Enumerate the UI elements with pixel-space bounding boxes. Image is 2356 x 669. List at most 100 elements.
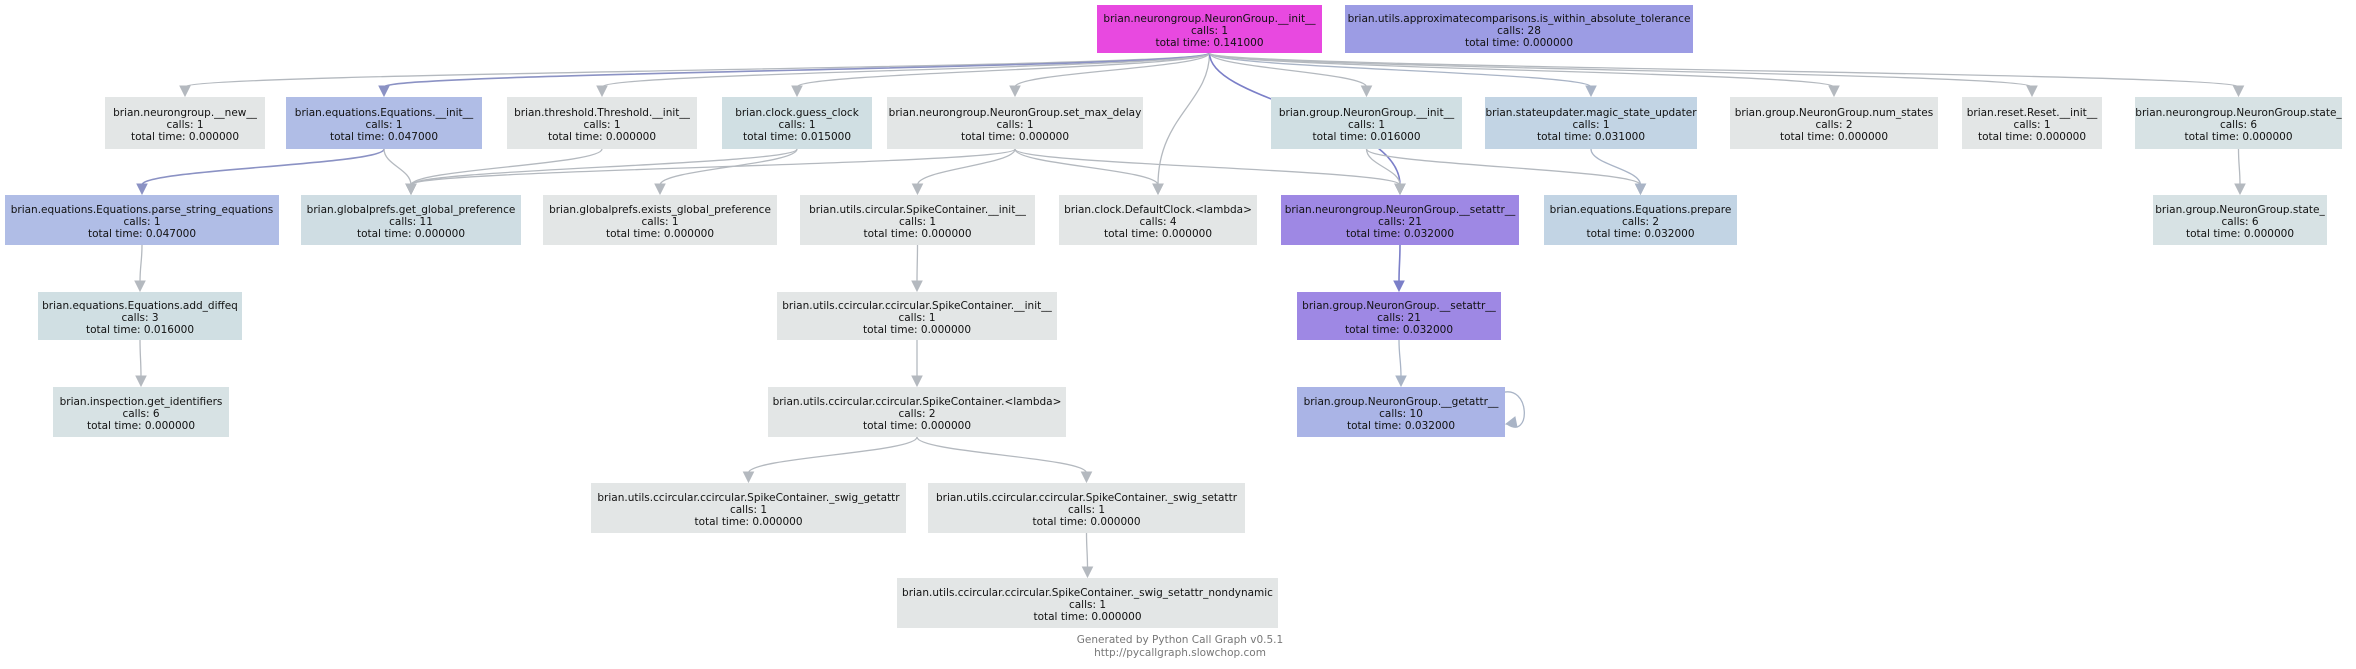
call-node-total-time: total time: 0.032000 bbox=[1345, 324, 1453, 336]
call-node-calls: calls: 1 bbox=[1069, 599, 1106, 611]
call-node-box bbox=[5, 195, 279, 245]
call-edge-arrowhead bbox=[911, 280, 923, 293]
call-edge-line bbox=[139, 339, 142, 378]
call-node-total-time: total time: 0.016000 bbox=[1312, 131, 1420, 143]
call-edge bbox=[1365, 148, 1647, 196]
call-node-eq-init: brian.equations.Equations.__init__calls:… bbox=[286, 97, 482, 149]
call-edge-line bbox=[1085, 532, 1089, 569]
call-node-calls: calls: 3 bbox=[121, 312, 158, 324]
call-node-box bbox=[105, 97, 265, 149]
call-edge bbox=[405, 148, 1016, 196]
call-node-calls: calls: 28 bbox=[1497, 25, 1541, 37]
call-node-clock-lambda: brian.clock.DefaultClock.<lambda>calls: … bbox=[1059, 195, 1257, 245]
call-node-total-time: total time: 0.000000 bbox=[1033, 611, 1141, 623]
call-edge bbox=[916, 436, 1093, 484]
call-node-box bbox=[928, 483, 1245, 533]
call-edge-arrowhead bbox=[911, 183, 924, 196]
call-node-box bbox=[777, 292, 1057, 340]
call-node-parse: brian.equations.Equations.parse_string_e… bbox=[5, 195, 279, 245]
call-edge bbox=[2234, 148, 2246, 196]
call-edge-arrowhead bbox=[135, 375, 147, 388]
call-node-total-time: total time: 0.000000 bbox=[863, 420, 971, 432]
call-node-total-time: total time: 0.000000 bbox=[1978, 131, 2086, 143]
call-node-name: brian.equations.Equations.add_diffeq bbox=[42, 300, 238, 312]
call-node-calls: calls: 1 bbox=[996, 119, 1033, 131]
call-edge-line bbox=[747, 436, 918, 474]
call-edge-arrowhead bbox=[378, 85, 390, 98]
call-edge bbox=[1009, 52, 1211, 98]
call-node-name: brian.globalprefs.get_global_preference bbox=[307, 204, 516, 216]
call-node-swig-get: brian.utils.ccircular.ccircular.SpikeCon… bbox=[591, 483, 906, 533]
call-node-calls: calls: 21 bbox=[1377, 312, 1421, 324]
call-node-calls: calls: 2 bbox=[1622, 216, 1659, 228]
call-edge-line bbox=[1014, 52, 1211, 88]
call-node-name: brian.utils.ccircular.ccircular.SpikeCon… bbox=[782, 300, 1052, 312]
call-node-total-time: total time: 0.000000 bbox=[1032, 516, 1140, 528]
call-edge-line bbox=[410, 148, 798, 186]
call-edge bbox=[911, 244, 923, 293]
call-edge-line bbox=[601, 52, 1211, 88]
call-node-calls: calls: 1 bbox=[730, 504, 767, 516]
call-edge bbox=[791, 52, 1211, 98]
call-node-calls: calls: 2 bbox=[898, 408, 935, 420]
call-edge-line bbox=[1365, 148, 1642, 186]
call-node-name: brian.neurongroup.NeuronGroup.state_ bbox=[2135, 107, 2342, 119]
call-node-box bbox=[887, 97, 1143, 149]
call-edge bbox=[654, 148, 798, 196]
call-node-name: brian.equations.Equations.__init__ bbox=[295, 107, 474, 119]
call-edge bbox=[1014, 148, 1164, 196]
call-edge-line bbox=[410, 148, 603, 186]
call-node-name: brian.group.NeuronGroup.state_ bbox=[2155, 204, 2325, 216]
call-node-calls: calls: 10 bbox=[1379, 408, 1423, 420]
call-edge-arrowhead bbox=[742, 471, 755, 484]
call-node-total-time: total time: 0.000000 bbox=[606, 228, 714, 240]
call-node-total-time: total time: 0.000000 bbox=[694, 516, 802, 528]
call-node-box bbox=[1297, 387, 1505, 437]
call-edge bbox=[1208, 52, 1597, 98]
call-node-name: brian.group.NeuronGroup.__getattr__ bbox=[1304, 396, 1500, 408]
call-edge-line bbox=[1365, 148, 1401, 186]
call-edge-arrowhead bbox=[1152, 183, 1164, 196]
call-edge bbox=[1152, 52, 1211, 196]
call-edge-line bbox=[796, 52, 1211, 88]
call-edge-line bbox=[1208, 52, 1592, 88]
call-node-ng-setattr: brian.neurongroup.NeuronGroup.__setattr_… bbox=[1281, 195, 1519, 245]
footer-url: http://pycallgraph.slowchop.com bbox=[1094, 647, 1266, 659]
call-edge-arrowhead bbox=[134, 280, 146, 293]
call-node-total-time: total time: 0.000000 bbox=[1465, 37, 1573, 49]
call-node-total-time: total time: 0.000000 bbox=[548, 131, 656, 143]
call-node-calls: calls: 11 bbox=[389, 216, 433, 228]
call-node-total-time: total time: 0.000000 bbox=[961, 131, 1069, 143]
call-edge bbox=[1393, 244, 1405, 293]
call-edge-arrowhead bbox=[596, 85, 608, 98]
call-node-box bbox=[1962, 97, 2102, 149]
call-edge-line bbox=[916, 244, 919, 283]
call-edge-line bbox=[916, 148, 1016, 186]
call-node-grp-state: brian.group.NeuronGroup.state_calls: 6to… bbox=[2153, 195, 2327, 245]
call-edge-arrowhead bbox=[2026, 85, 2038, 98]
call-edge bbox=[911, 148, 1016, 196]
call-node-calls: calls: 1 bbox=[583, 119, 620, 131]
call-node-name: brian.utils.ccircular.ccircular.SpikeCon… bbox=[773, 396, 1062, 408]
call-node-box bbox=[38, 292, 242, 340]
call-node-calls: calls: 1 bbox=[898, 312, 935, 324]
call-node-calls: calls: 1 bbox=[365, 119, 402, 131]
call-node-name: brian.utils.circular.SpikeContainer.__in… bbox=[809, 204, 1026, 216]
call-node-total-time: total time: 0.000000 bbox=[2186, 228, 2294, 240]
call-edge bbox=[1208, 52, 2245, 98]
call-node-calls: calls: 4 bbox=[1139, 216, 1176, 228]
call-node-box bbox=[507, 97, 697, 149]
call-edge-arrowhead bbox=[1828, 85, 1840, 98]
call-edge-arrowhead bbox=[911, 375, 923, 388]
call-node-ng-state: brian.neurongroup.NeuronGroup.state_call… bbox=[2135, 97, 2342, 149]
call-node-calls: calls: 6 bbox=[122, 408, 159, 420]
call-node-box bbox=[1485, 97, 1697, 149]
call-node-calls: calls: 6 bbox=[2220, 119, 2257, 131]
call-node-total-time: total time: 0.000000 bbox=[863, 228, 971, 240]
call-edge-arrowhead bbox=[136, 183, 148, 196]
call-node-calls: calls: 1 bbox=[641, 216, 678, 228]
call-node-eq-prepare: brian.equations.Equations.preparecalls: … bbox=[1544, 195, 1737, 245]
call-node-calls: calls: 1 bbox=[166, 119, 203, 131]
